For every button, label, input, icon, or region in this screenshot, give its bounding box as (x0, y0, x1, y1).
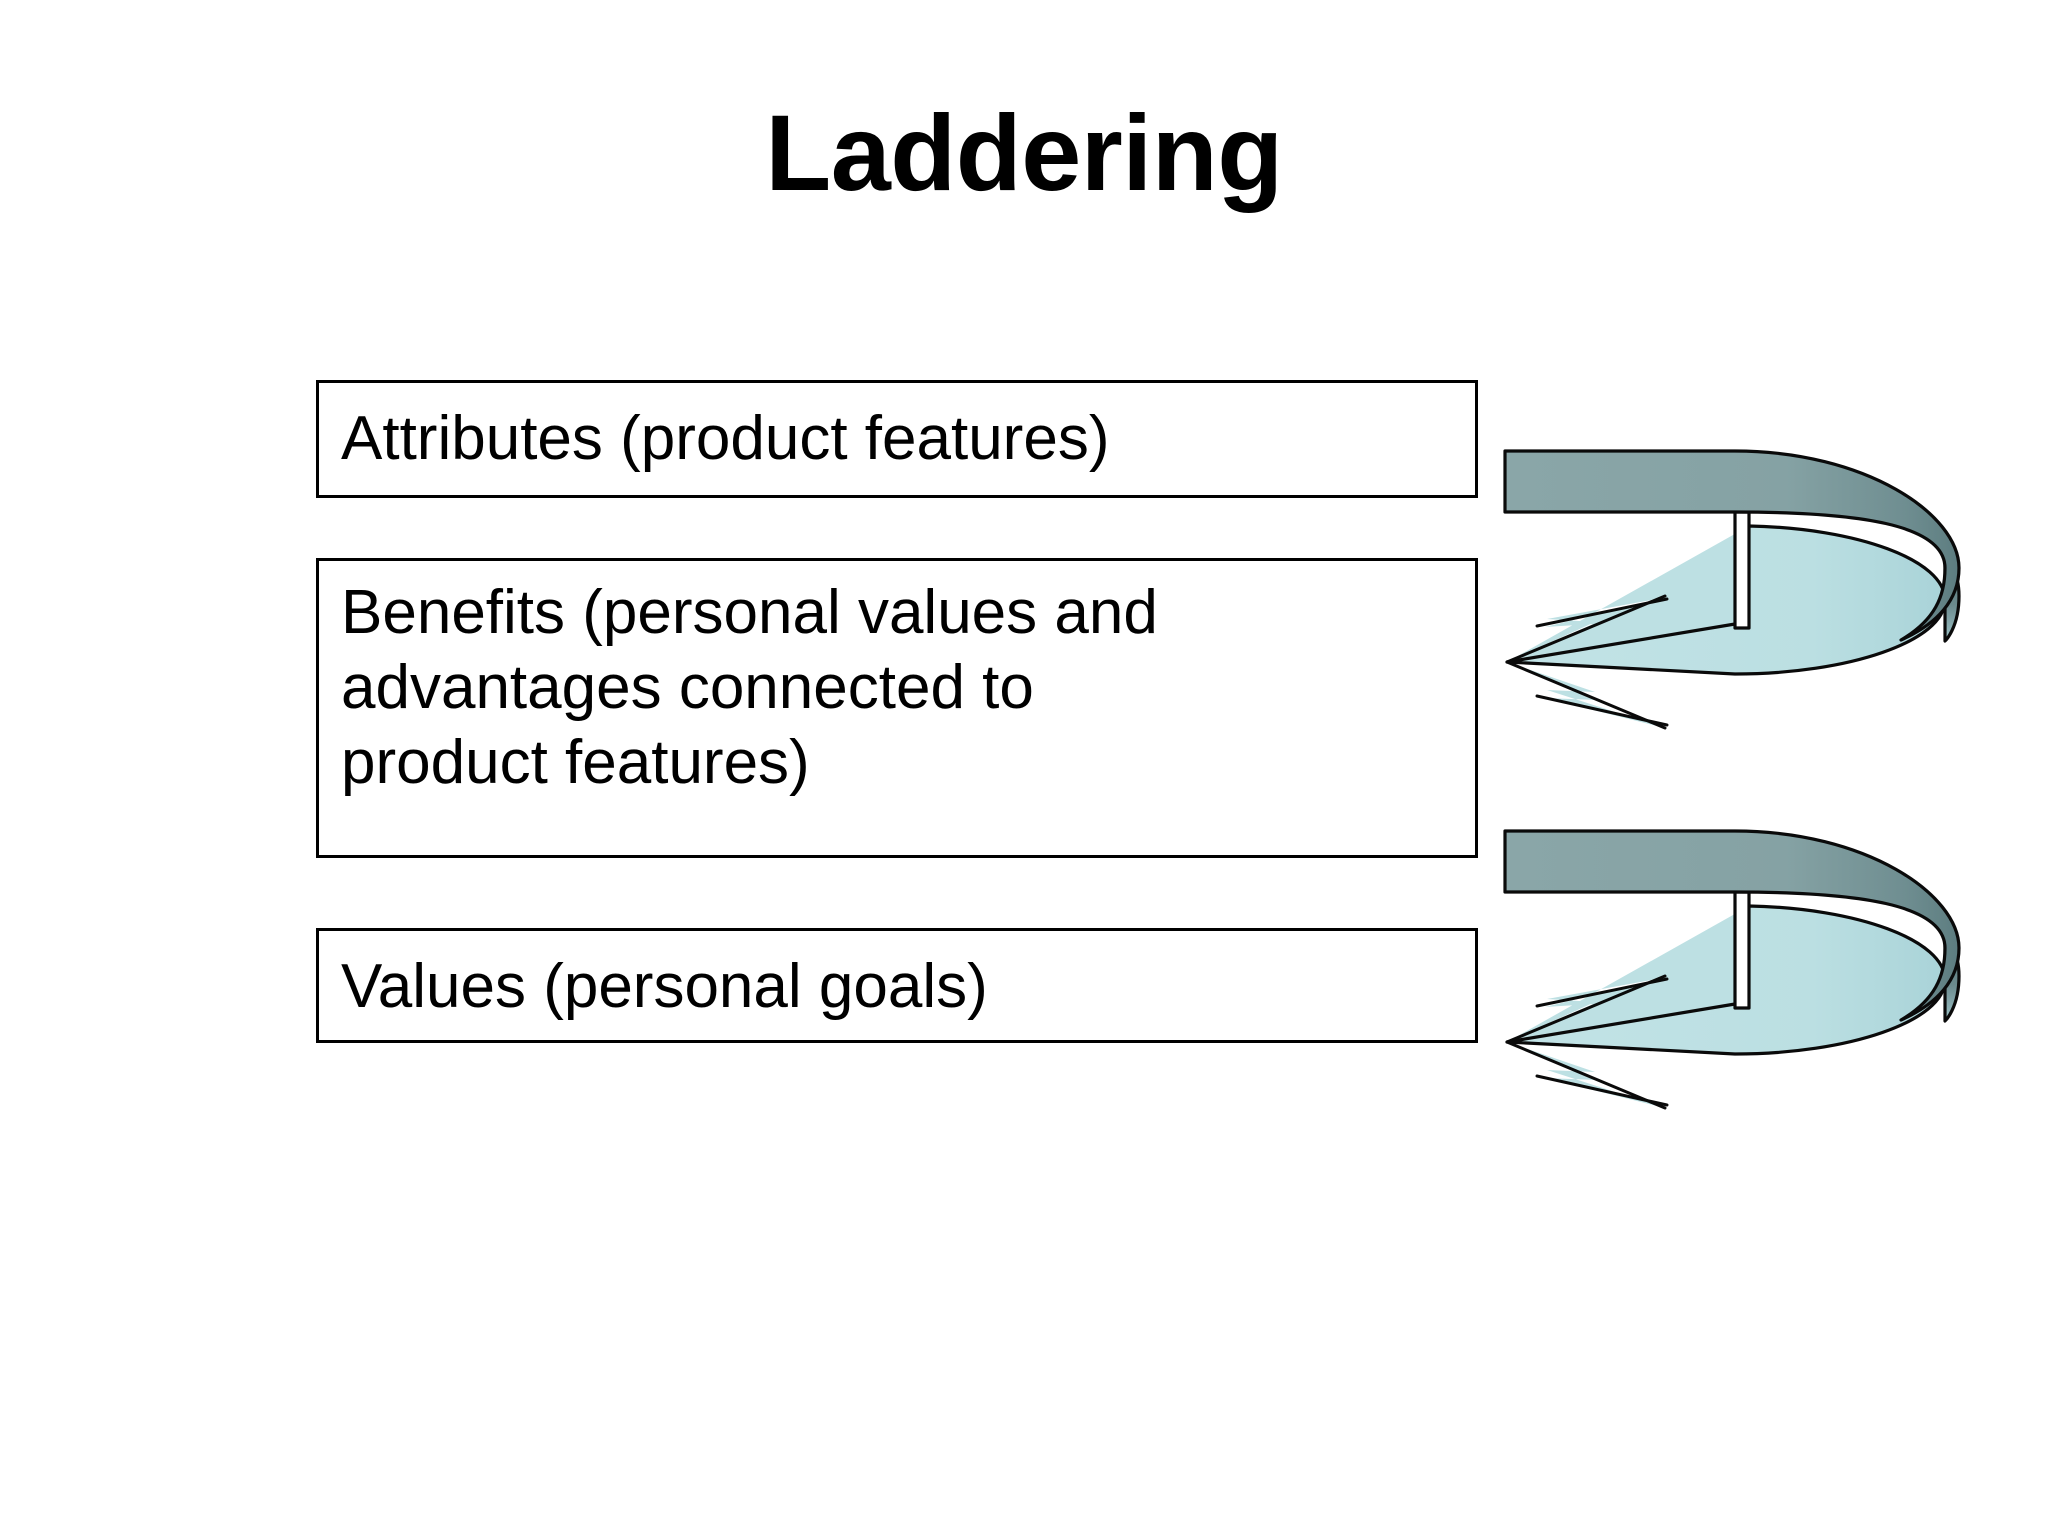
ladder-box-values: Values (personal goals) (316, 928, 1478, 1043)
curved-u-turn-arrow-icon-bottom (1497, 808, 2017, 1110)
ladder-box-values-label: Values (personal goals) (341, 952, 988, 1021)
ladder-box-benefits: Benefits (personal values and advantages… (316, 558, 1478, 858)
ladder-box-attributes: Attributes (product features) (316, 380, 1478, 498)
ladder-box-attributes-label: Attributes (product features) (341, 404, 1110, 473)
curved-u-turn-arrow-icon-top (1497, 428, 2017, 730)
page-title: Laddering (765, 92, 1283, 213)
ladder-box-benefits-label: Benefits (personal values and advantages… (341, 578, 1158, 798)
